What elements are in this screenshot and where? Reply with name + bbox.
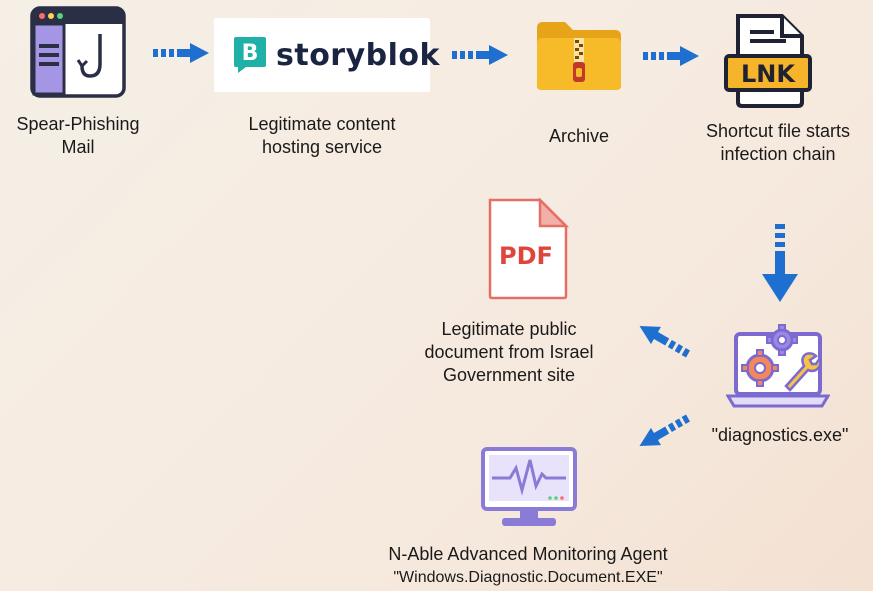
pdf-text: PDF: [499, 242, 553, 270]
storyblok-mark-letter: B: [242, 41, 259, 66]
wrench-icon: [784, 352, 822, 392]
diagnostics-label: "diagnostics.exe": [711, 425, 849, 445]
storyblok-mark-icon: B: [232, 35, 268, 75]
arrow-up-left-icon: [628, 314, 692, 360]
zip-folder-icon: [535, 20, 623, 92]
archive-label: Archive: [548, 126, 610, 146]
gear-icon: [766, 324, 798, 356]
arrow-right-icon: [643, 46, 699, 66]
arrow-down-left-icon: [628, 412, 692, 458]
pdf-file-icon: PDF: [486, 198, 570, 300]
pdf-label: Legitimate public document from Israel G…: [424, 319, 594, 385]
lnk-file-icon: LNK: [722, 12, 814, 108]
shortcut-label: Shortcut file starts infection chain: [705, 121, 851, 164]
gear-icon: [741, 349, 779, 387]
storyblok-wordmark: storyblok: [276, 37, 440, 73]
monitor-heartbeat-icon: [480, 446, 578, 530]
agent-label: N-Able Advanced Monitoring Agent "Window…: [388, 544, 668, 586]
mail-label: Spear-Phishing Mail: [16, 114, 140, 157]
storyblok-logo: B storyblok: [214, 18, 439, 92]
hosting-label: Legitimate content hosting service: [248, 114, 396, 157]
laptop-gears-icon: [726, 316, 830, 410]
arrow-right-icon: [452, 45, 508, 65]
mail-browser-icon: [30, 6, 126, 98]
lnk-text: LNK: [741, 60, 796, 88]
arrow-down-icon: [762, 224, 798, 302]
arrow-right-icon: [153, 43, 209, 63]
